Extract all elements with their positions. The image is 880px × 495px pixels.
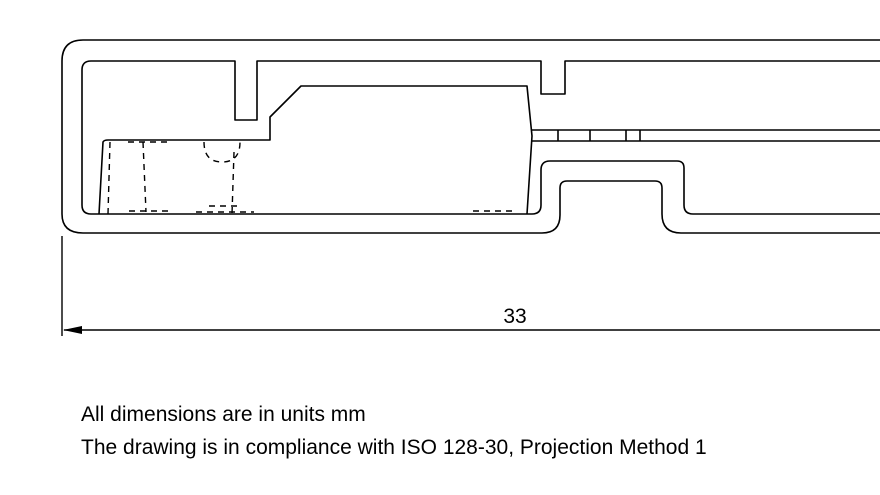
component-outline — [98, 85, 533, 215]
housing-inner-contour — [81, 60, 880, 215]
dimension-33: 33 — [61, 236, 880, 336]
standard-note: The drawing is in compliance with ISO 12… — [81, 436, 707, 459]
rail-ticks — [557, 130, 641, 141]
housing-outer-contour — [61, 39, 880, 234]
arrowhead — [63, 326, 82, 334]
units-note: All dimensions are in units mm — [81, 403, 366, 426]
dimension-label: 33 — [503, 305, 526, 328]
hidden-lines — [107, 141, 516, 215]
